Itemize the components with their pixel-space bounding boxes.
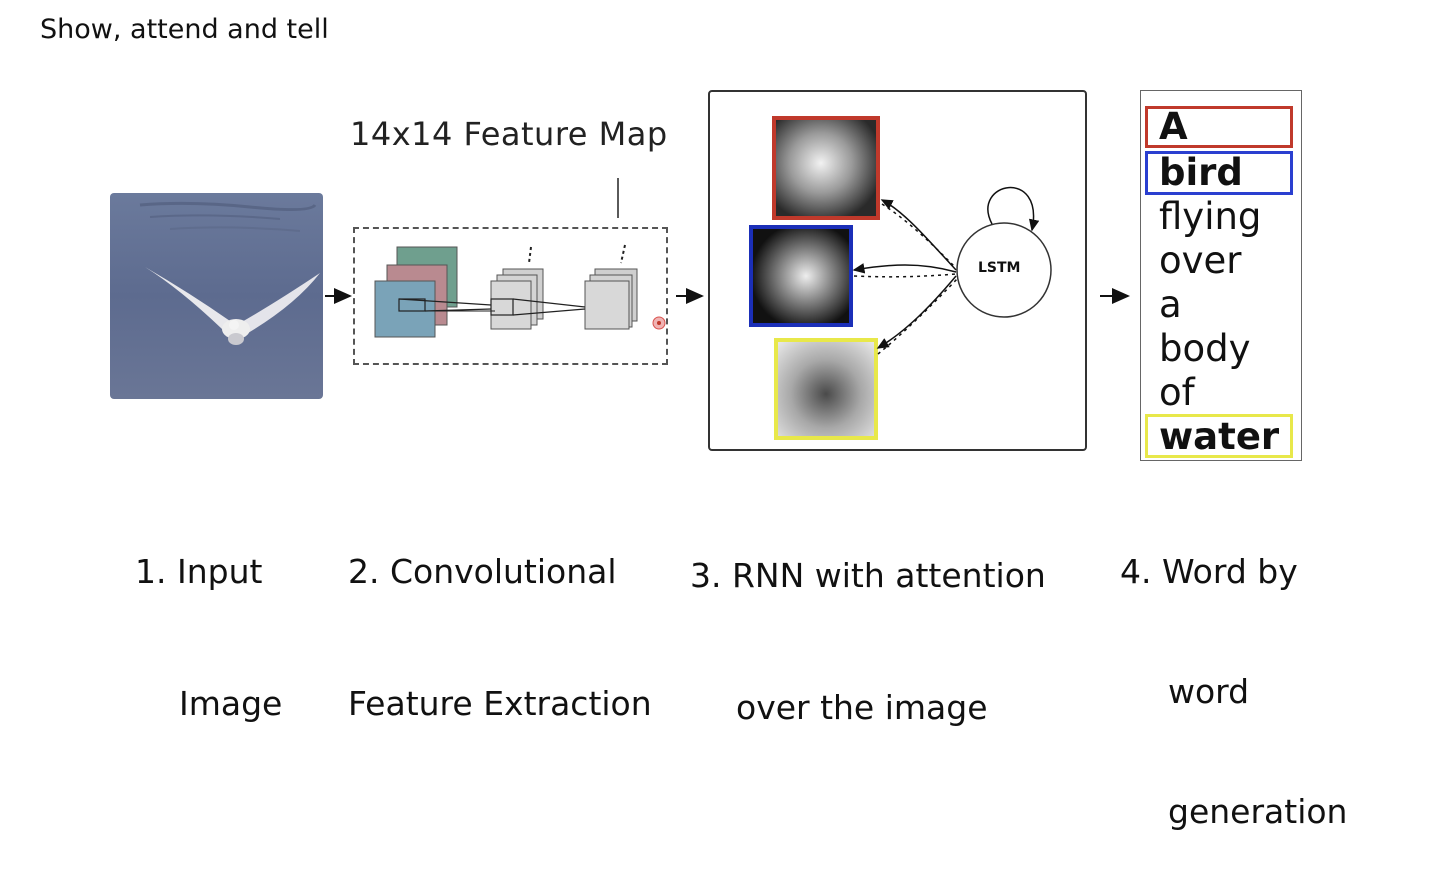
word-1: A xyxy=(1159,105,1188,148)
word-3: flying xyxy=(1159,195,1262,238)
attention-map-red xyxy=(772,116,880,220)
caption-step-3-line-1: 3. RNN with attention xyxy=(690,556,1046,595)
word-6: body xyxy=(1159,327,1251,370)
lstm-label: LSTM xyxy=(978,260,1021,276)
caption-step-2-line-1: 2. Convolutional xyxy=(348,552,617,591)
attention-map-blue xyxy=(749,225,853,327)
word-highlight-red xyxy=(1145,106,1293,148)
feature-map-label: 14x14 Feature Map xyxy=(350,115,668,153)
attention-map-yellow xyxy=(774,338,878,440)
caption-step-2: 2. Convolutional Feature Extraction xyxy=(348,462,652,770)
caption-step-4-line-2: word xyxy=(1168,672,1250,711)
caption-step-4-line-3: generation xyxy=(1168,792,1348,831)
caption-step-4-line-1: 4. Word by xyxy=(1120,552,1298,591)
caption-step-4: 4. Word by word generation xyxy=(1120,472,1347,872)
word-4: over xyxy=(1159,239,1242,282)
word-highlight-yellow xyxy=(1145,414,1293,458)
word-7: of xyxy=(1159,371,1195,414)
lstm-node xyxy=(956,222,1052,318)
page-title: Show, attend and tell xyxy=(40,14,329,45)
rnn-attention-box: LSTM xyxy=(708,90,1087,451)
caption-step-3: 3. RNN with attention over the image xyxy=(690,466,1046,774)
word-8: water xyxy=(1159,415,1280,458)
word-2: bird xyxy=(1159,151,1243,194)
caption-step-1: 1. Input Image xyxy=(135,462,282,770)
caption-step-1-line-1: 1. Input xyxy=(135,552,263,591)
rnn-attention-graphic xyxy=(749,116,1052,440)
bird-photo-graphic xyxy=(110,193,323,399)
word-5: a xyxy=(1159,283,1182,326)
generated-words-box: A bird flying over a body of water xyxy=(1140,90,1302,461)
input-image xyxy=(110,193,323,399)
word-highlight-blue xyxy=(1145,151,1293,195)
lstm-self-loop xyxy=(987,186,1040,232)
conv-layers-graphic xyxy=(374,244,666,338)
caption-step-1-line-2: Image xyxy=(179,684,283,723)
conv-feature-box xyxy=(353,227,668,365)
caption-step-2-line-2: Feature Extraction xyxy=(348,684,652,723)
caption-step-3-line-2: over the image xyxy=(736,688,988,727)
